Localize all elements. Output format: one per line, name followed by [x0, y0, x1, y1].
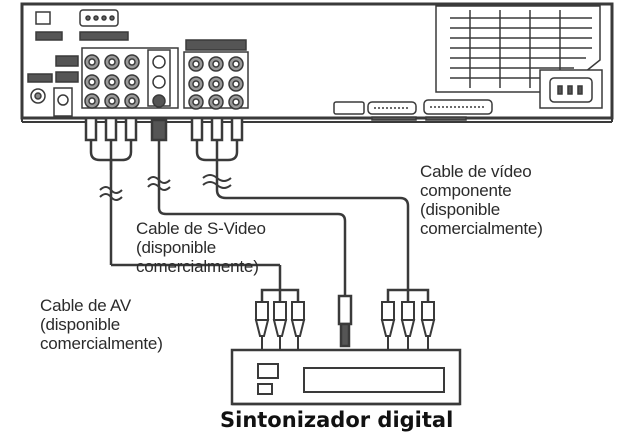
device-name-label: Sintonizador digital [220, 408, 454, 432]
component-cable-break [202, 174, 232, 189]
svideo-cable-break [147, 176, 171, 191]
tuner-av-plugs [254, 301, 306, 350]
digital-tuner-box [230, 348, 462, 406]
av-cable-label-line-1: Cable de AV [40, 296, 132, 315]
component-cable-label: Cable de vídeo componente (disponible co… [420, 162, 543, 238]
tuner-component-plugs [380, 301, 436, 350]
svideo-cable-label-line-1: Cable de S-Video [136, 219, 266, 238]
left-side-jacks [27, 73, 73, 117]
av-cable-label: Cable de AV (disponible comercialmente) [40, 296, 163, 353]
ac-inlet [539, 69, 603, 109]
digital-connectors [333, 99, 493, 121]
av-input-block [55, 47, 179, 109]
svideo-cable-label-line-2: (disponible [136, 238, 217, 257]
component-cable-label-line-1: Cable de vídeo [420, 162, 532, 181]
top-connectors [35, 9, 129, 41]
component-cable-label-line-3: (disponible [420, 200, 501, 219]
component-cable-label-line-4: comercialmente) [420, 219, 543, 238]
av-cable-label-line-3: comercialmente) [40, 334, 163, 353]
svideo-cable-label-line-3: comercialmente) [136, 257, 259, 276]
av-cable-label-line-2: (disponible [40, 315, 121, 334]
component-cable-label-line-2: componente [420, 181, 512, 200]
component-input-block [183, 39, 249, 110]
av-cable-break [99, 186, 123, 201]
component-cable [190, 116, 430, 302]
svideo-cable-label: Cable de S-Video (disponible comercialme… [136, 219, 266, 276]
av-cable [84, 116, 300, 302]
